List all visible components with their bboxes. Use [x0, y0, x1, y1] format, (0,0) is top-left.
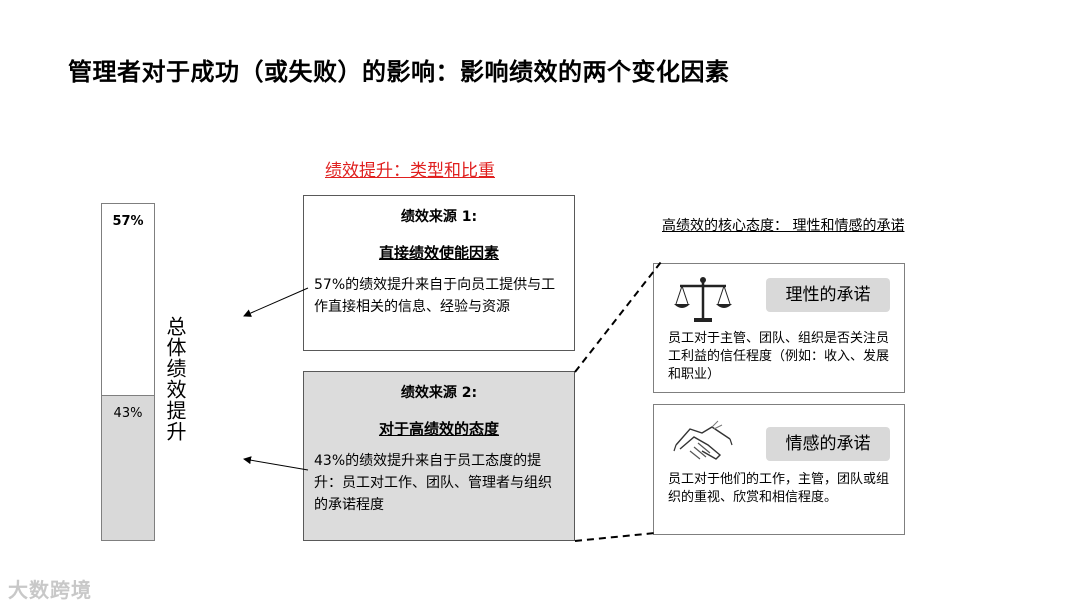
emotional-title: 情感的承诺: [766, 427, 890, 461]
source-2-subheading: 对于高绩效的态度: [314, 418, 564, 440]
dashed-connector-top: [575, 262, 661, 372]
watermark: 大数跨境: [8, 574, 92, 603]
chart-subtitle: 绩效提升：类型和比重: [325, 156, 495, 181]
source-1-body: 57%的绩效提升来自于向员工提供与工作直接相关的信息、经验与资源: [314, 274, 564, 318]
rational-commitment-card: 理性的承诺 员工对于主管、团队、组织是否关注员工利益的信任程度（例如：收入、发展…: [653, 263, 905, 393]
bar-bottom-label: 43%: [102, 406, 154, 421]
stacked-bar: 57% 43%: [101, 203, 155, 541]
source-1-heading: 绩效来源 1:: [314, 206, 564, 228]
source-1-subheading: 直接绩效使能因素: [314, 242, 564, 264]
emotional-body: 员工对于他们的工作，主管，团队或组织的重视、欣赏和相信程度。: [668, 471, 896, 507]
source-2-body: 43%的绩效提升来自于员工态度的提升：员工对工作、团队、管理者与组织的承诺程度: [314, 450, 564, 516]
dashed-connector-bottom: [575, 533, 655, 541]
core-attitude-title: 高绩效的核心态度： 理性和情感的承诺: [662, 216, 912, 237]
emotional-commitment-card: 情感的承诺 员工对于他们的工作，主管，团队或组织的重视、欣赏和相信程度。: [653, 404, 905, 535]
rational-title: 理性的承诺: [766, 278, 890, 312]
bar-segment-bottom: 43%: [102, 396, 154, 540]
rational-body: 员工对于主管、团队、组织是否关注员工利益的信任程度（例如：收入、发展和职业）: [668, 330, 896, 384]
source-1-box: 绩效来源 1: 直接绩效使能因素 57%的绩效提升来自于向员工提供与工作直接相关…: [303, 195, 575, 351]
bar-segment-top: 57%: [102, 204, 154, 396]
source-2-box: 绩效来源 2: 对于高绩效的态度 43%的绩效提升来自于员工态度的提升：员工对工…: [303, 371, 575, 541]
source-2-heading: 绩效来源 2:: [314, 382, 564, 404]
arrow-source-1: [244, 288, 308, 316]
bar-top-label: 57%: [102, 214, 154, 229]
page-title: 管理者对于成功（或失败）的影响：影响绩效的两个变化因素: [68, 52, 730, 87]
scales-icon: [672, 274, 734, 326]
bar-axis-label: 总体绩效提升: [160, 316, 186, 442]
arrow-source-2: [244, 459, 308, 470]
handshake-icon: [672, 415, 734, 467]
